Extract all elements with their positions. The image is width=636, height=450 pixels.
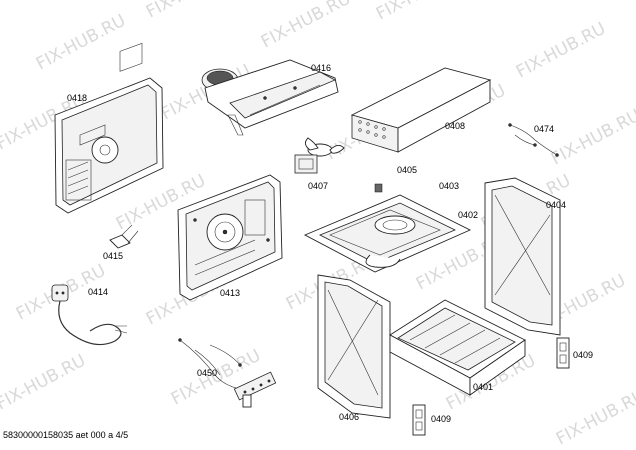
watermark: FIX-HUB.RU xyxy=(553,386,636,450)
part-label: 0403 xyxy=(439,181,459,191)
part-0403-top-heater-plate xyxy=(303,183,472,273)
part-label: 0418 xyxy=(67,93,87,103)
watermark: FIX-HUB.RU xyxy=(0,351,89,415)
part-label: 0401 xyxy=(473,382,493,392)
part-0409-hinge-right xyxy=(556,337,570,369)
part-label: 0474 xyxy=(534,124,554,134)
part-0474-wire-set xyxy=(508,123,559,157)
part-0407-fan-motor xyxy=(294,137,345,174)
part-label: 0450 xyxy=(197,368,217,378)
watermark: FIX-HUB.RU xyxy=(548,106,636,170)
part-label: 0405 xyxy=(397,165,417,175)
part-label: 0409 xyxy=(431,414,451,424)
watermark: FIX-HUB.RU xyxy=(513,19,609,83)
part-label: 0416 xyxy=(311,63,331,73)
watermark: FIX-HUB.RU xyxy=(258,0,354,52)
part-label: 0404 xyxy=(546,200,566,210)
part-label: 0414 xyxy=(88,287,108,297)
part-label: 0415 xyxy=(103,251,123,261)
watermark: FIX-HUB.RU xyxy=(373,0,469,24)
part-0401-cavity-bottom-frame xyxy=(389,299,526,396)
part-label: 0407 xyxy=(308,181,328,191)
part-label: 0406 xyxy=(339,412,359,422)
part-label: 0408 xyxy=(445,121,465,131)
part-0418-back-panel xyxy=(54,42,164,214)
part-0404-right-side-panel xyxy=(484,177,561,336)
part-0413-rear-wall xyxy=(177,174,283,301)
part-label: 0402 xyxy=(458,210,478,220)
part-0409-hinge-lower xyxy=(412,404,426,436)
watermark: FIX-HUB.RU xyxy=(143,0,239,22)
part-0408-top-cover xyxy=(350,67,492,153)
part-label: 0409 xyxy=(573,350,593,360)
part-0416-cooling-fan-duct xyxy=(201,59,339,136)
part-label: 0413 xyxy=(220,288,240,298)
part-0406-left-side-panel xyxy=(317,274,391,419)
watermark: FIX-HUB.RU xyxy=(33,11,129,75)
part-0415-bracket xyxy=(109,224,139,249)
part-0450-wire-harness xyxy=(178,338,277,408)
part-0414-power-cord xyxy=(51,284,128,346)
footer-document-id: 58300000158035 aet 000 a 4/5 xyxy=(3,430,129,440)
